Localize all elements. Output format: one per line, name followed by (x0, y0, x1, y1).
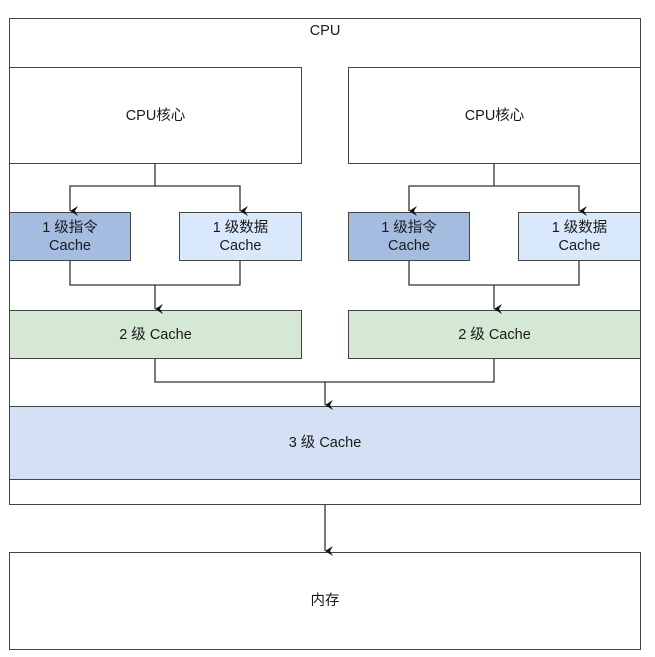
l1-instruction-cache-label: 1 级指令 Cache (42, 219, 98, 254)
l3-cache-label: 3 级 Cache (288, 435, 362, 451)
cpu-core-label: CPU核心 (464, 107, 525, 124)
memory-label: 内存 (310, 593, 340, 609)
l2-cache-label: 2 级 Cache (458, 326, 531, 343)
l1-instruction-cache-left: 1 级指令 Cache (9, 212, 131, 261)
cpu-core-box-right: CPU核心 (348, 67, 641, 164)
l1-instruction-cache-right: 1 级指令 Cache (348, 212, 470, 261)
l1-data-cache-label: 1 级数据 Cache (212, 219, 269, 254)
l1-data-cache-right: 1 级数据 Cache (518, 212, 641, 261)
l1-data-cache-left: 1 级数据 Cache (179, 212, 302, 261)
l2-cache-label: 2 级 Cache (119, 326, 192, 343)
l3-cache: 3 级 Cache (9, 406, 641, 480)
l2-cache-left: 2 级 Cache (9, 310, 302, 359)
cpu-core-label: CPU核心 (125, 107, 186, 124)
l1-data-cache-label: 1 级数据 Cache (551, 219, 608, 254)
memory-box: 内存 (9, 552, 641, 650)
l1-instruction-cache-label: 1 级指令 Cache (381, 219, 437, 254)
cpu-label: CPU (309, 23, 341, 39)
l2-cache-right: 2 级 Cache (348, 310, 641, 359)
cpu-core-box-left: CPU核心 (9, 67, 302, 164)
